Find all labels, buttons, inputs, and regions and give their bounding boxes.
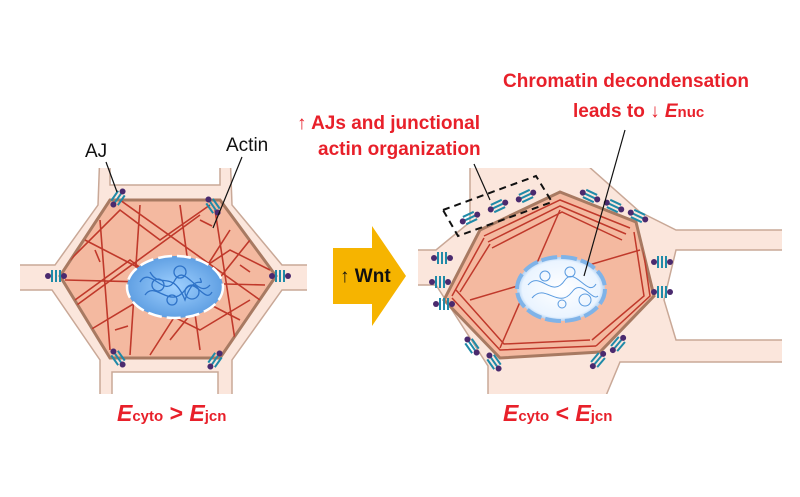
wnt-arrow [333,226,406,326]
right-panel [418,129,782,394]
right-leader-lines [473,129,626,277]
right-actin-network [451,199,651,351]
right-equation: Ecyto < Ejcn [503,400,613,426]
left-adherens-junctions [45,188,291,370]
left-panel [20,156,307,394]
actin-label: Actin [226,135,269,156]
aj-label: AJ [85,141,108,162]
right-adherens-junctions [429,188,673,372]
left-nucleus [125,254,225,320]
left-leader-lines [105,156,243,229]
chromatin-label-line1: Chromatin decondensation [503,71,749,92]
wnt-label: ↑ Wnt [340,266,391,287]
left-equation: Ecyto > Ejcn [117,400,227,426]
right-nucleus [515,255,607,323]
aj-increase-label-line2: actin organization [318,139,481,160]
aj-increase-label-line1: ↑ AJs and junctional [297,113,480,134]
junction-highlight-box [441,174,554,238]
chromatin-label-line2: leads to ↓ Enuc [573,101,705,122]
